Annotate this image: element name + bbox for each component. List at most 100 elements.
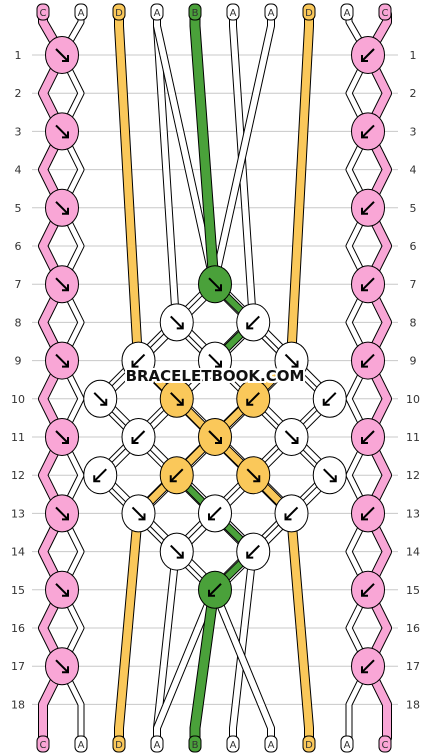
- knot-arrowhead-icon: [246, 398, 254, 406]
- knot-r1-p8: [351, 36, 385, 74]
- strand-label-chip: [264, 735, 278, 753]
- strand-label-top-9: C: [378, 3, 392, 21]
- knot-r7-p8: [351, 265, 385, 304]
- strand-label-top-1: A: [74, 3, 88, 21]
- knot-r12-p7: [312, 456, 347, 495]
- strand-label-chip: [226, 735, 240, 753]
- knot-r9-p8: [351, 341, 385, 380]
- row-number-right: 11: [406, 431, 420, 444]
- strand-label-text: D: [115, 740, 123, 751]
- strand-label-chip: [36, 3, 50, 21]
- knot-arrow-icon: [284, 430, 299, 444]
- row-number-left: 12: [11, 469, 25, 482]
- knot-arrowhead-icon: [361, 513, 368, 521]
- knot-arrowhead-icon: [131, 437, 139, 444]
- row-number-right: 7: [410, 278, 417, 291]
- knot-arrow-icon: [361, 506, 375, 521]
- knot-arrowhead-icon: [291, 360, 299, 368]
- row-number-left: 3: [15, 125, 22, 138]
- knot-arrow-icon: [170, 315, 184, 330]
- knot-arrowhead-icon: [329, 475, 337, 483]
- row-number-right: 10: [406, 393, 420, 406]
- knot-arrow-icon: [323, 392, 337, 406]
- knot-arrow-icon: [170, 544, 184, 559]
- row-number-right: 14: [406, 546, 420, 559]
- knot-arrow-icon: [361, 430, 375, 444]
- knot-arrow-icon: [284, 506, 299, 521]
- strand-label-top-7: D: [302, 3, 316, 21]
- knot-arrow-icon: [55, 201, 69, 215]
- knot-arrowhead-icon: [62, 589, 69, 597]
- knot-arrowhead-icon: [361, 666, 368, 674]
- strand-label-chip: [340, 735, 354, 753]
- knot-arrow-icon: [361, 583, 375, 597]
- bottom-thread-3: [287, 509, 313, 744]
- knot-arrow-icon: [93, 468, 107, 482]
- knot-arrowhead-icon: [62, 513, 69, 521]
- knot-arrow-icon: [361, 277, 375, 291]
- knot-arrow-icon: [55, 277, 69, 291]
- knot-arrowhead-icon: [208, 589, 215, 597]
- knot-arrowhead-icon: [215, 437, 222, 444]
- strand-label-bottom-9: C: [378, 735, 392, 753]
- knot-arrowhead-icon: [62, 207, 69, 215]
- top-thread-3: [115, 10, 142, 365]
- knot-arrowhead-icon: [361, 284, 368, 292]
- strand-label-text: A: [268, 740, 275, 751]
- knot-arrowhead-icon: [93, 475, 101, 483]
- knot-arrow-icon: [361, 48, 375, 62]
- row-number-right: 4: [410, 164, 417, 177]
- knot-r13-p6: [274, 494, 309, 533]
- strand-label-chip: [150, 735, 164, 753]
- strand-label-chip: [378, 735, 392, 753]
- strand-label-chip: [226, 3, 240, 21]
- row-number-right: 16: [406, 622, 420, 635]
- knot-arrowhead-icon: [215, 360, 222, 368]
- row-number-left: 2: [15, 87, 22, 100]
- row-number-right: 6: [410, 240, 417, 253]
- knot-arrow-icon: [361, 201, 375, 215]
- knot-arrowhead-icon: [322, 398, 330, 406]
- strand-label-chip: [36, 735, 50, 753]
- knot-r11-p6: [274, 418, 309, 456]
- strand-label-text: A: [78, 8, 85, 19]
- row-number-right: 13: [406, 507, 420, 520]
- green-inner-lower: [173, 472, 256, 593]
- strand-label-chip: [264, 3, 278, 21]
- strand-label-text: D: [305, 740, 313, 751]
- knot-arrow-icon: [361, 353, 375, 368]
- row-number-right: 5: [410, 202, 417, 215]
- knot-arrowhead-icon: [62, 437, 69, 444]
- strand-label-text: B: [192, 8, 199, 19]
- knot-arrowhead-icon: [215, 284, 222, 292]
- strand-label-bottom-2: D: [112, 735, 126, 753]
- knot-arrow-icon: [246, 315, 260, 330]
- knot-r15-p0: [45, 570, 79, 609]
- row-number-right: 1: [410, 49, 417, 62]
- knot-arrow-icon: [208, 583, 222, 597]
- strand-label-text: B: [192, 740, 199, 751]
- strand-label-text: A: [154, 740, 161, 751]
- knot-r9-p2: [121, 341, 156, 380]
- knot-arrowhead-icon: [291, 437, 299, 444]
- knot-r13-p2: [121, 494, 156, 533]
- knot-arrow-icon: [170, 468, 184, 482]
- knot-r15-p8: [351, 570, 385, 609]
- knot-r9-p6: [274, 341, 309, 380]
- knot-r17-p0: [45, 647, 79, 686]
- knot-arrowhead-icon: [176, 551, 184, 559]
- knot-r10-p3: [159, 379, 194, 418]
- row-number-right: 18: [406, 698, 420, 711]
- strand-label-bottom-0: C: [36, 735, 50, 753]
- knot-arrowhead-icon: [246, 551, 254, 559]
- knot-arrow-icon: [246, 544, 260, 559]
- knot-arrowhead-icon: [176, 322, 184, 330]
- strand-label-bottom-7: D: [302, 735, 316, 753]
- knot-arrowhead-icon: [361, 589, 368, 597]
- strand-label-text: A: [344, 740, 351, 751]
- bottom-thread-2: [115, 509, 142, 744]
- strand-label-chip: [150, 3, 164, 21]
- row-number-left: 7: [15, 278, 22, 291]
- strand-label-chip: [188, 735, 202, 753]
- row-number-left: 17: [11, 660, 25, 673]
